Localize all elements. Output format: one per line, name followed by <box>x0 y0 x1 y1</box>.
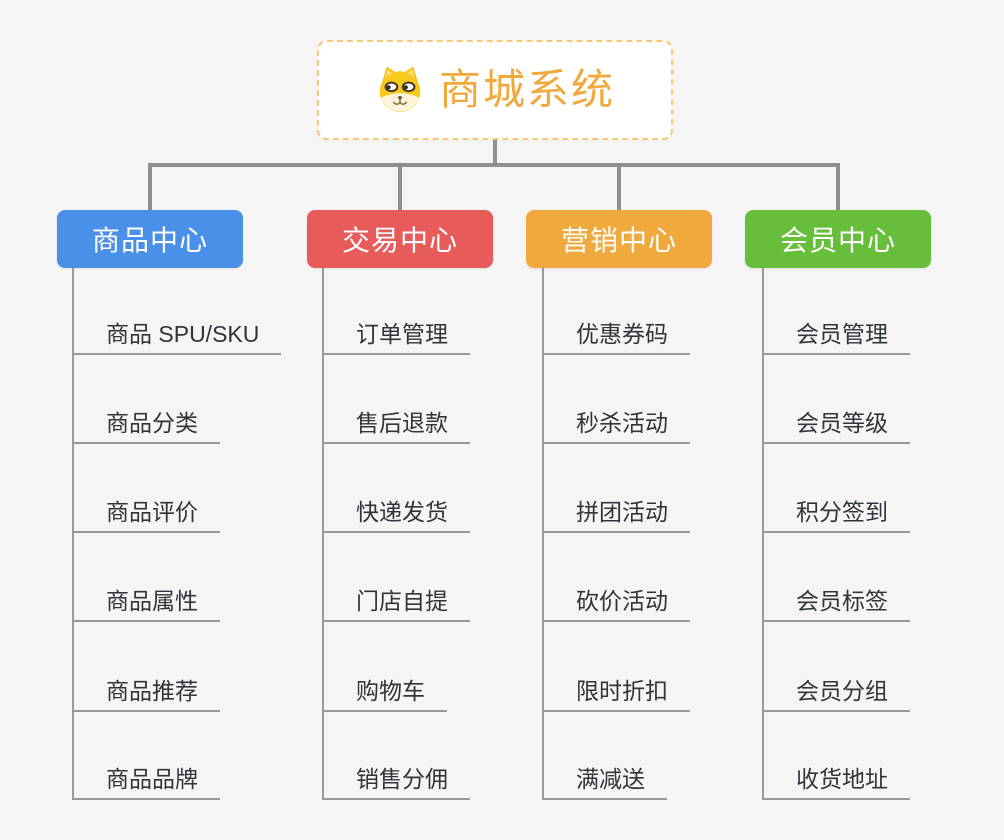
branch-column-member: 会员管理 会员等级 积分签到 会员标签 会员分组 收货地址 <box>762 0 1004 840</box>
leaf-node[interactable]: 会员标签 <box>762 582 910 622</box>
leaf-node[interactable]: 优惠券码 <box>542 315 690 355</box>
connector-spine-marketing <box>542 268 544 800</box>
branch-column-marketing: 优惠券码 秒杀活动 拼团活动 砍价活动 限时折扣 满减送 <box>542 0 792 840</box>
leaf-node[interactable]: 积分签到 <box>762 493 910 533</box>
branch-node-member-center[interactable]: 会员中心 <box>745 210 931 268</box>
branch-node-trade-center[interactable]: 交易中心 <box>307 210 493 268</box>
leaf-node[interactable]: 砍价活动 <box>542 582 690 622</box>
leaf-node[interactable]: 商品分类 <box>72 404 220 444</box>
leaf-node[interactable]: 门店自提 <box>322 582 470 622</box>
connector-spine-member <box>762 268 764 800</box>
leaf-node[interactable]: 满减送 <box>542 760 667 800</box>
connector-drop-marketing <box>617 167 621 210</box>
connector-spine-trade <box>322 268 324 800</box>
leaf-node[interactable]: 商品 SPU/SKU <box>72 315 282 355</box>
leaf-node[interactable]: 会员分组 <box>762 672 910 712</box>
leaf-node[interactable]: 订单管理 <box>322 315 470 355</box>
leaf-node[interactable]: 销售分佣 <box>322 760 470 800</box>
branch-column-trade: 订单管理 售后退款 快递发货 门店自提 购物车 销售分佣 <box>322 0 572 840</box>
leaf-node[interactable]: 会员等级 <box>762 404 910 444</box>
connector-spine-product <box>72 268 74 800</box>
root-title: 商城系统 <box>438 66 615 113</box>
leaf-node[interactable]: 商品评价 <box>72 493 220 533</box>
root-node-mall-system[interactable]: 商城系统 <box>317 40 673 140</box>
dog-face-icon <box>379 66 421 112</box>
connector-root-stem <box>493 140 497 167</box>
branch-node-product-center[interactable]: 商品中心 <box>57 210 243 268</box>
leaf-node[interactable]: 快递发货 <box>322 493 470 533</box>
leaf-node[interactable]: 拼团活动 <box>542 493 690 533</box>
leaf-node[interactable]: 收货地址 <box>762 760 910 800</box>
connector-drop-member <box>836 167 840 210</box>
leaf-node[interactable]: 限时折扣 <box>542 672 690 712</box>
connector-trunk <box>148 163 840 167</box>
leaf-node[interactable]: 秒杀活动 <box>542 404 690 444</box>
branch-node-marketing-center[interactable]: 营销中心 <box>526 210 712 268</box>
branch-column-product: 商品 SPU/SKU 商品分类 商品评价 商品属性 商品推荐 商品品牌 <box>72 0 322 840</box>
leaf-node[interactable]: 商品属性 <box>72 582 220 622</box>
leaf-node[interactable]: 商品推荐 <box>72 672 220 712</box>
connector-drop-product <box>148 167 152 210</box>
leaf-node[interactable]: 售后退款 <box>322 404 470 444</box>
leaf-node[interactable]: 商品品牌 <box>72 760 220 800</box>
leaf-node[interactable]: 会员管理 <box>762 315 910 355</box>
connector-drop-trade <box>398 167 402 210</box>
leaf-node[interactable]: 购物车 <box>322 672 447 712</box>
